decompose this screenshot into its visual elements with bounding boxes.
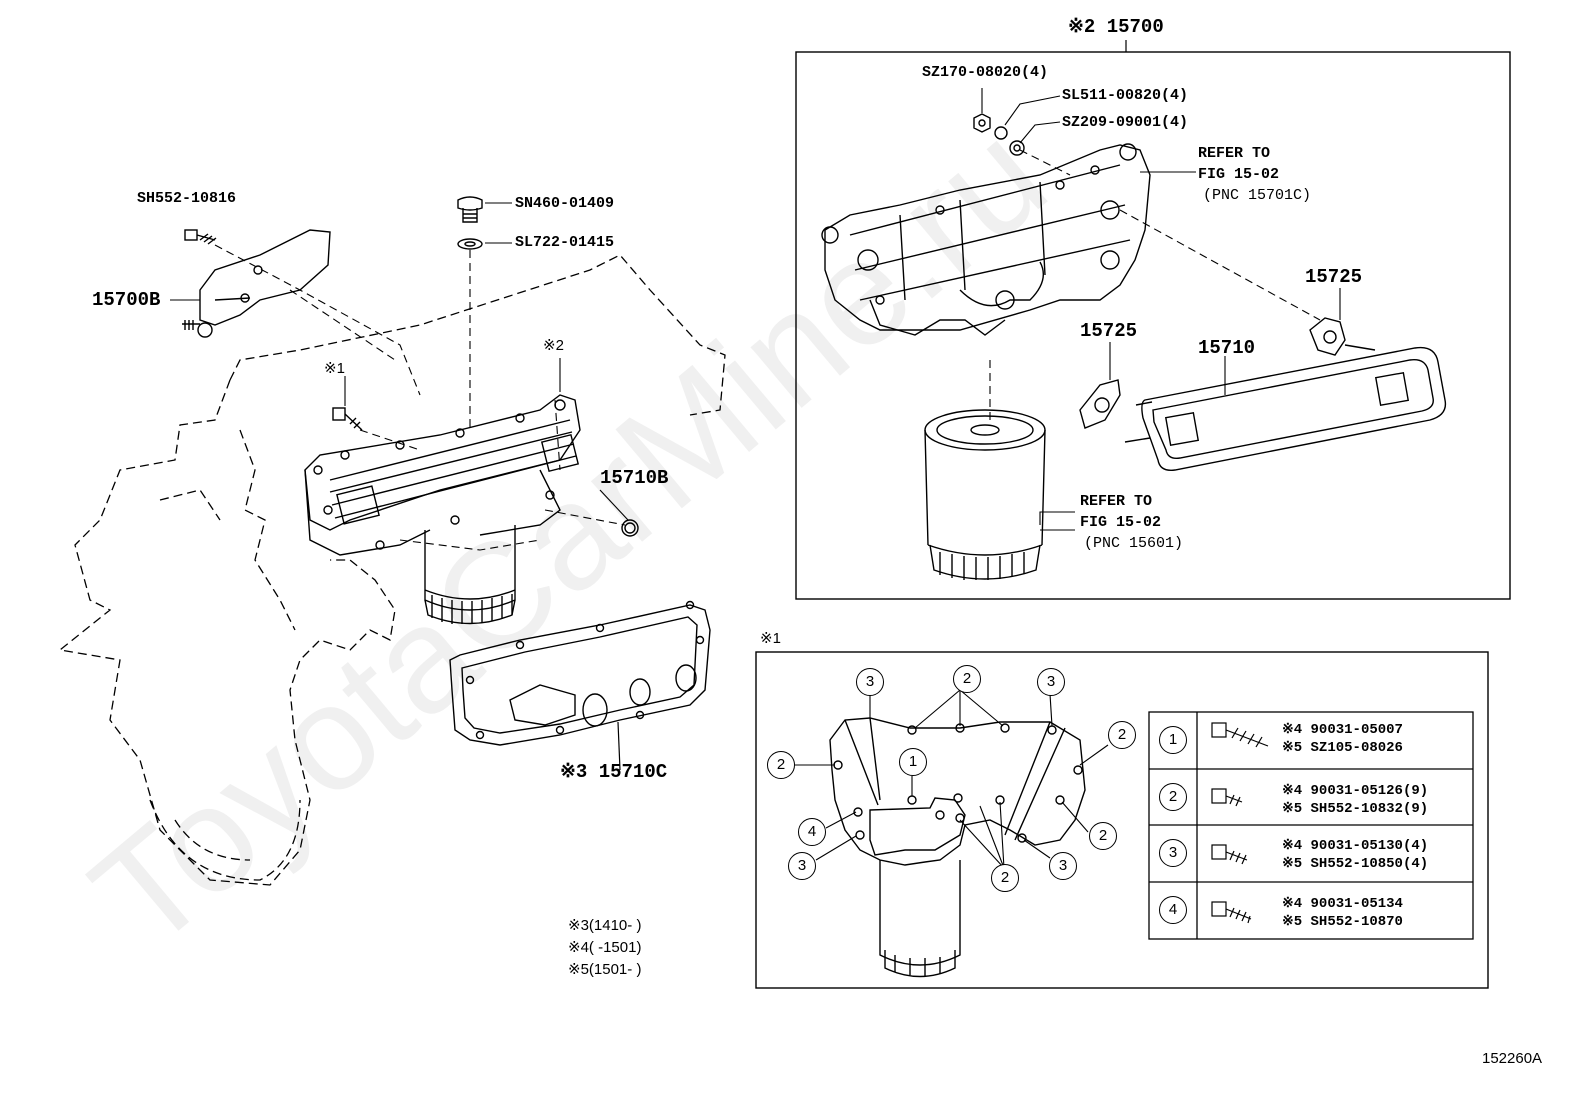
note-4: ※4( -1501) bbox=[568, 939, 642, 956]
assembly-box-15700 bbox=[795, 51, 1511, 600]
label-15710: 15710 bbox=[1198, 337, 1256, 359]
label-fig-15-02-a: FIG 15-02 bbox=[1198, 166, 1280, 183]
label-pnc-15601: (PNC 15601) bbox=[1084, 535, 1184, 552]
label-assembly-15700: ※2 15700 bbox=[1068, 16, 1164, 38]
gasket-15725-lower bbox=[1079, 379, 1121, 429]
callout-4-left: 4 bbox=[798, 818, 826, 846]
table-num-2: 2 bbox=[1159, 783, 1187, 811]
table-part-4a: ※4 90031-05134 bbox=[1282, 896, 1403, 912]
label-sz209-09001: SZ209-09001(4) bbox=[1062, 114, 1189, 131]
label-sh552-10816: SH552-10816 bbox=[137, 190, 237, 207]
callout-1-center: 1 bbox=[899, 748, 927, 776]
oil-cooler-assembly-right bbox=[821, 143, 1151, 336]
label-sl722-01415: SL722-01415 bbox=[515, 234, 615, 251]
label-detail-mark: ※1 bbox=[760, 630, 781, 647]
bolt-sh552-10816 bbox=[184, 229, 217, 245]
bolt-table-grid bbox=[1148, 711, 1474, 940]
label-15710c: ※3 15710C bbox=[560, 761, 668, 783]
detail-leaders bbox=[795, 689, 1109, 869]
oring-15710b bbox=[621, 519, 639, 537]
gasket-15725-upper bbox=[1309, 317, 1376, 356]
callout-2-right: 2 bbox=[1108, 721, 1136, 749]
table-num-1: 1 bbox=[1159, 726, 1187, 754]
table-part-3b: ※5 SH552-10850(4) bbox=[1282, 856, 1429, 872]
label-fig-15-02-b: FIG 15-02 bbox=[1080, 514, 1162, 531]
gasket-15710c bbox=[449, 600, 711, 746]
label-sn460-01409: SN460-01409 bbox=[515, 195, 615, 212]
label-sl511-00820: SL511-00820(4) bbox=[1062, 87, 1189, 104]
figure-id: 152260A bbox=[1482, 1050, 1543, 1067]
table-num-3: 3 bbox=[1159, 839, 1187, 867]
callout-3-top-right: 3 bbox=[1037, 668, 1065, 696]
label-15700b: 15700B bbox=[92, 289, 161, 311]
callout-3-top-left: 3 bbox=[856, 668, 884, 696]
table-part-2b: ※5 SH552-10832(9) bbox=[1282, 801, 1429, 817]
plug-sn460 bbox=[457, 196, 483, 223]
label-sz170-08020: SZ170-08020(4) bbox=[922, 64, 1049, 81]
label-mark-1: ※1 bbox=[324, 360, 345, 377]
detail-cooler-sketch bbox=[829, 717, 1086, 978]
label-refer-to-b: REFER TO bbox=[1080, 493, 1153, 510]
label-mark-2: ※2 bbox=[543, 337, 564, 354]
label-refer-to-a: REFER TO bbox=[1198, 145, 1271, 162]
table-num-4: 4 bbox=[1159, 896, 1187, 924]
bolt-icons bbox=[1211, 722, 1269, 924]
callout-2-bottom: 2 bbox=[991, 864, 1019, 892]
washer-sl722 bbox=[457, 238, 483, 250]
note-5: ※5(1501- ) bbox=[568, 961, 642, 978]
table-part-4b: ※5 SH552-10870 bbox=[1282, 914, 1403, 930]
engine-outline bbox=[58, 254, 726, 886]
oil-filter-left bbox=[424, 525, 516, 625]
oil-cooler-assembly-left bbox=[304, 394, 581, 556]
bolt-lower-bracket bbox=[182, 320, 200, 330]
bolt-mark1 bbox=[332, 407, 363, 431]
table-part-1a: ※4 90031-05007 bbox=[1282, 722, 1403, 738]
callout-3-lower-right: 3 bbox=[1049, 852, 1077, 880]
callout-2-left: 2 bbox=[767, 751, 795, 779]
table-part-2a: ※4 90031-05126(9) bbox=[1282, 783, 1429, 799]
cooler-element-15710 bbox=[1124, 346, 1447, 471]
oil-filter-right bbox=[924, 409, 1046, 580]
callout-3-lower-left: 3 bbox=[788, 852, 816, 880]
washer-sz209 bbox=[1009, 140, 1025, 156]
label-15710b: 15710B bbox=[600, 467, 669, 489]
table-part-3a: ※4 90031-05130(4) bbox=[1282, 838, 1429, 854]
label-15725-upper: 15725 bbox=[1305, 266, 1363, 288]
callout-2-top-center: 2 bbox=[953, 665, 981, 693]
callout-2-lower-right: 2 bbox=[1089, 822, 1117, 850]
bracket-15700b bbox=[197, 229, 331, 338]
detail-box bbox=[755, 651, 1489, 989]
table-part-1b: ※5 SZ105-08026 bbox=[1282, 740, 1403, 756]
washer-sl511 bbox=[994, 126, 1008, 140]
label-15725-lower: 15725 bbox=[1080, 320, 1138, 342]
note-3: ※3(1410- ) bbox=[568, 917, 642, 934]
nut-sz170 bbox=[973, 113, 991, 133]
label-pnc-15701c: (PNC 15701C) bbox=[1203, 187, 1312, 204]
